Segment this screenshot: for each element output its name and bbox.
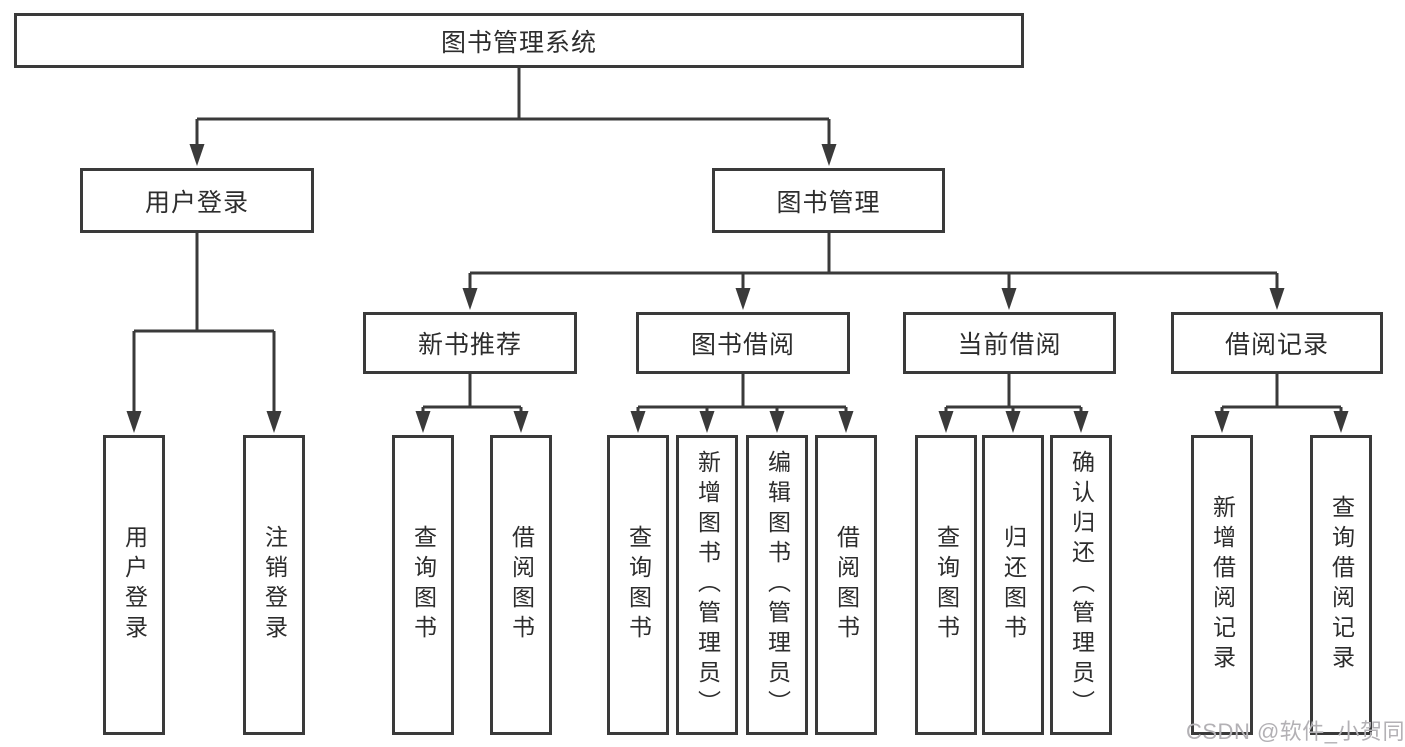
leaf-borrow-books-1: 借阅图书 <box>490 435 552 735</box>
leaf-query-books-1: 查询图书 <box>392 435 454 735</box>
connector-user-login-to-leaves <box>126 233 282 433</box>
leaf-user-login: 用户登录 <box>103 435 165 735</box>
arrowhead-icon <box>1269 288 1285 310</box>
node-borrowing-records: 借阅记录 <box>1171 312 1383 374</box>
leaf-query-borrow-record: 查询借阅记录 <box>1310 435 1372 735</box>
leaf-borrow-books-2: 借阅图书 <box>815 435 877 735</box>
arrowhead-icon <box>126 411 142 433</box>
arrowhead-icon <box>513 411 529 433</box>
arrowhead-icon <box>1214 411 1230 433</box>
node-book-borrowing: 图书借阅 <box>636 312 850 374</box>
arrowhead-icon <box>699 411 715 433</box>
arrowhead-icon <box>630 411 646 433</box>
node-user-login: 用户登录 <box>80 168 314 233</box>
leaf-query-books-2: 查询图书 <box>607 435 669 735</box>
watermark: CSDN @软件_小贺同学 <box>1186 719 1405 744</box>
connector-root-to-level2 <box>189 68 837 166</box>
arrowhead-icon <box>1005 411 1021 433</box>
arrowhead-icon <box>769 411 785 433</box>
connector-book-borrowing-to-leaves <box>630 374 854 433</box>
leaf-edit-book-admin: 编辑图书（管理员） <box>746 435 808 735</box>
node-new-book-recommend: 新书推荐 <box>363 312 577 374</box>
arrowhead-icon <box>938 411 954 433</box>
arrowhead-icon <box>821 144 837 166</box>
node-book-management: 图书管理 <box>712 168 945 233</box>
connector-new-book-recommend-to-leaves <box>415 374 529 433</box>
arrowhead-icon <box>1001 288 1017 310</box>
arrowhead-icon <box>1073 411 1089 433</box>
leaf-return-book: 归还图书 <box>982 435 1044 735</box>
leaf-query-books-3: 查询图书 <box>915 435 977 735</box>
arrowhead-icon <box>838 411 854 433</box>
leaf-logout: 注销登录 <box>243 435 305 735</box>
arrowhead-icon <box>735 288 751 310</box>
arrowhead-icon <box>1333 411 1349 433</box>
node-current-borrowing: 当前借阅 <box>903 312 1116 374</box>
leaf-add-book-admin: 新增图书（管理员） <box>676 435 738 735</box>
connector-borrowing-records-to-leaves <box>1214 374 1349 433</box>
connector-current-borrowing-to-leaves <box>938 374 1089 433</box>
arrowhead-icon <box>189 144 205 166</box>
leaf-add-borrow-record: 新增借阅记录 <box>1191 435 1253 735</box>
arrowhead-icon <box>462 288 478 310</box>
arrowhead-icon <box>415 411 431 433</box>
leaf-confirm-return-admin: 确认归还（管理员） <box>1050 435 1112 735</box>
node-library-management-system: 图书管理系统 <box>14 13 1024 68</box>
arrowhead-icon <box>266 411 282 433</box>
connector-book-management-to-level3 <box>462 233 1285 310</box>
